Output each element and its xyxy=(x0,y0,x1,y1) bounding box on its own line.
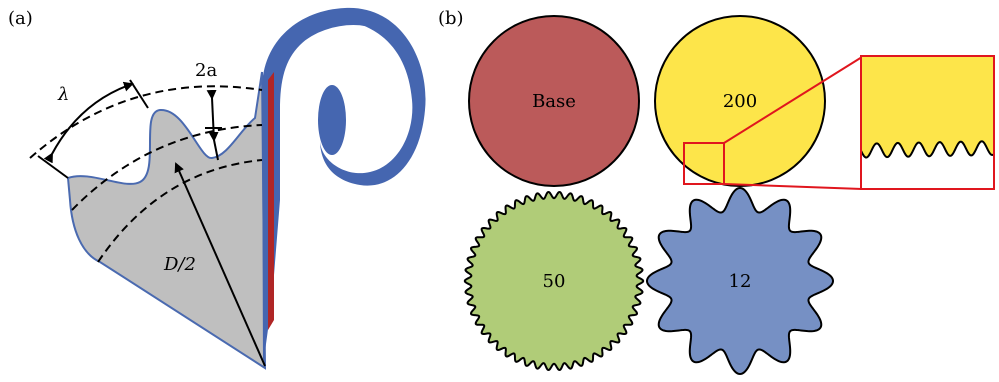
amplitude-stem xyxy=(213,139,219,161)
base-label: Base xyxy=(532,91,576,112)
zoom-inset-box xyxy=(860,55,995,190)
panel-a-label: (a) xyxy=(8,8,33,29)
trough-arc xyxy=(97,159,263,263)
wavelength-tick-left xyxy=(37,155,69,179)
radius-label: D/2 xyxy=(163,254,196,275)
label-50: 50 xyxy=(543,271,566,292)
label-200: 200 xyxy=(723,91,757,112)
shape-50 xyxy=(463,190,645,372)
zoom-source-box xyxy=(683,142,725,185)
vortex-sheet xyxy=(262,8,379,366)
zoom-connector-bottom xyxy=(723,183,863,190)
panel-b: (b) Base 200 50 12 xyxy=(438,8,995,376)
panel-b-label: (b) xyxy=(438,8,464,29)
panel-a: (a) λ 2a D/2 xyxy=(8,7,426,370)
zoom-inset-wave xyxy=(861,57,993,159)
wavelength-arrow xyxy=(43,81,134,164)
trailing-edge xyxy=(268,72,274,330)
amplitude-label: 2a xyxy=(195,60,217,81)
zoom-connector-top xyxy=(723,56,863,144)
mean-arc xyxy=(71,124,263,211)
shape-12 xyxy=(645,186,835,376)
blade-section xyxy=(66,71,267,370)
vortex-spiral xyxy=(320,7,426,186)
wavelength-label: λ xyxy=(57,84,69,105)
base-circle xyxy=(468,15,640,187)
radius-arrow xyxy=(174,162,266,367)
vortex-core xyxy=(318,85,346,155)
label-12: 12 xyxy=(729,271,752,292)
amplitude-arrow xyxy=(206,89,219,142)
